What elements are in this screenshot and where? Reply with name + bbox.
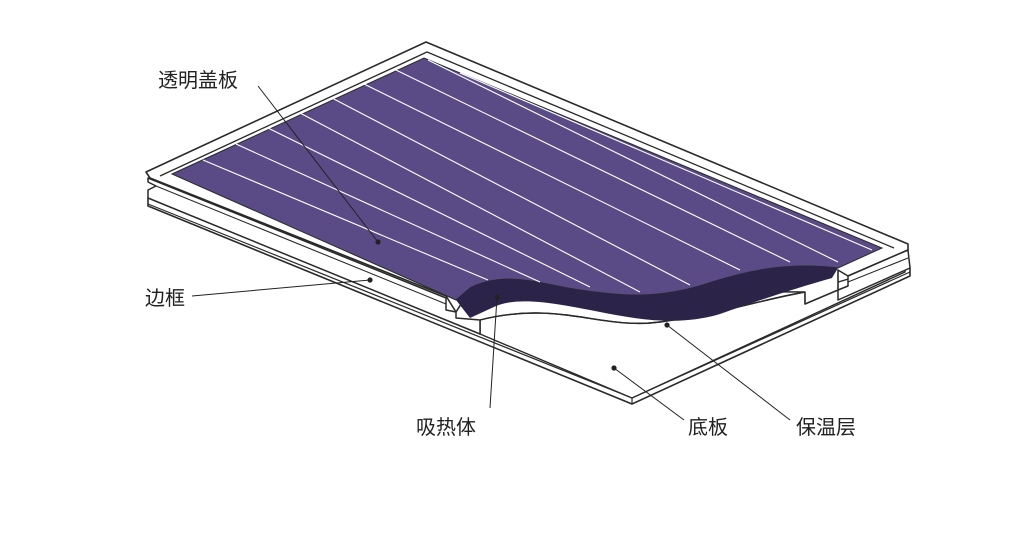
label-base: 底板 [688, 415, 728, 439]
label-frame: 边框 [145, 286, 185, 310]
absorber-stripes [202, 59, 873, 293]
label-insulation: 保温层 [796, 415, 856, 439]
label-absorber: 吸热体 [416, 415, 476, 439]
label-cover: 透明盖板 [158, 68, 238, 92]
callout-leaders [191, 85, 791, 421]
absorber-plate [170, 57, 884, 321]
callout-labels: 透明盖板 边框 吸热体 底板 保温层 [145, 68, 856, 439]
